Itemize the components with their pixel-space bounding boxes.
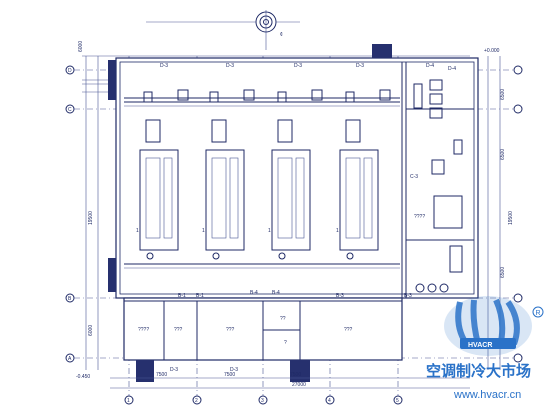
dim-left-bottom: 6000 bbox=[88, 325, 94, 336]
boiler-3: 1 bbox=[268, 119, 311, 260]
axis-label-3: 3 bbox=[261, 398, 264, 404]
room-label-1: ???? bbox=[138, 327, 149, 333]
dim-bottom-total: 27000 bbox=[292, 382, 306, 388]
room-label-2: ??? bbox=[174, 327, 183, 333]
watermark-url: www.hvacr.cn bbox=[453, 389, 521, 401]
axis-label-c: C bbox=[68, 107, 72, 113]
bottom-dimensions: 7500 7500 7500 27000 -0.450 +0.000 bbox=[76, 48, 500, 389]
boiler-4: 1 bbox=[336, 119, 379, 260]
top-equipment-row bbox=[143, 89, 391, 103]
room-label-5: ? bbox=[284, 340, 287, 346]
dim-right-1: 6500 bbox=[500, 89, 506, 100]
dim-bottom-3: 7500 bbox=[290, 372, 301, 378]
section-mark-2: D-3 bbox=[226, 63, 234, 69]
section-mark-1: D-3 bbox=[160, 63, 168, 69]
hvacr-badge bbox=[460, 338, 516, 349]
section-mark-10: B-4 bbox=[272, 290, 280, 296]
dim-right-4: 6500 bbox=[500, 267, 506, 278]
room-labels: ???? ??? ??? ?? ? ??? ???? bbox=[138, 214, 425, 346]
dim-bottom-2: 7500 bbox=[224, 372, 235, 378]
axis-label-b: B bbox=[68, 296, 72, 302]
section-mark-5: D-4 bbox=[426, 63, 434, 69]
hvacr-watermark: HVACR R 空调制冷大市场 www.hvacr.cn bbox=[426, 296, 544, 401]
dim-bottom-1: 7500 bbox=[156, 372, 167, 378]
boiler-1-label: 1 bbox=[136, 228, 139, 234]
bottom-piping bbox=[124, 263, 400, 269]
section-mark-6: D-4 bbox=[448, 66, 456, 72]
control-room-equipment bbox=[413, 79, 463, 293]
boiler-4-label: 1 bbox=[336, 228, 339, 234]
dim-right-2: 6500 bbox=[500, 149, 506, 160]
axis-label-4: 4 bbox=[328, 398, 331, 404]
boiler-3-label: 1 bbox=[268, 228, 271, 234]
section-marks: D-3 D-3 D-3 D-3 D-4 D-4 B-1 B-1 B-4 B-4 … bbox=[160, 63, 456, 373]
section-mark-7: B-1 bbox=[178, 293, 186, 299]
chimney-symbol: ¢ bbox=[146, 10, 300, 50]
boiler-2-label: 1 bbox=[202, 228, 205, 234]
section-mark-3: D-3 bbox=[294, 63, 302, 69]
elevation-marker-2: +0.000 bbox=[484, 48, 500, 54]
hvacr-brand: HVACR bbox=[468, 342, 492, 349]
section-mark-9: B-4 bbox=[250, 290, 258, 296]
section-mark-14: D-3 bbox=[230, 367, 238, 373]
section-mark-13: D-3 bbox=[170, 367, 178, 373]
registered-mark: R bbox=[536, 310, 541, 317]
boiler-2: 1 bbox=[202, 119, 245, 260]
room-label-3: ??? bbox=[226, 327, 235, 333]
axis-label-2: 2 bbox=[195, 398, 198, 404]
section-mark-11: B-3 bbox=[336, 293, 344, 299]
svg-text:¢: ¢ bbox=[280, 32, 283, 38]
watermark-title: 空调制冷大市场 bbox=[426, 362, 531, 380]
section-mark-12: B-3 bbox=[404, 293, 412, 299]
axis-label-1: 1 bbox=[127, 398, 130, 404]
room-label-7: ???? bbox=[414, 214, 425, 220]
axis-label-a: A bbox=[68, 356, 72, 362]
dim-left-mid: 19500 bbox=[88, 211, 94, 225]
registered-icon bbox=[532, 306, 544, 318]
section-mark-15: C-3 bbox=[410, 174, 418, 180]
axis-label-d: D bbox=[68, 68, 72, 74]
wall-louvers bbox=[108, 44, 392, 382]
room-label-6: ??? bbox=[344, 327, 353, 333]
axis-label-5: 5 bbox=[396, 398, 399, 404]
section-mark-8: B-1 bbox=[196, 293, 204, 299]
building-walls bbox=[115, 57, 479, 361]
room-label-4: ?? bbox=[280, 316, 286, 322]
dim-right-3: 19500 bbox=[508, 211, 514, 225]
section-mark-4: D-3 bbox=[356, 63, 364, 69]
elevation-marker: -0.450 bbox=[76, 374, 90, 380]
dim-left-top: 6000 bbox=[78, 41, 84, 52]
boiler-1: 1 bbox=[136, 119, 179, 260]
